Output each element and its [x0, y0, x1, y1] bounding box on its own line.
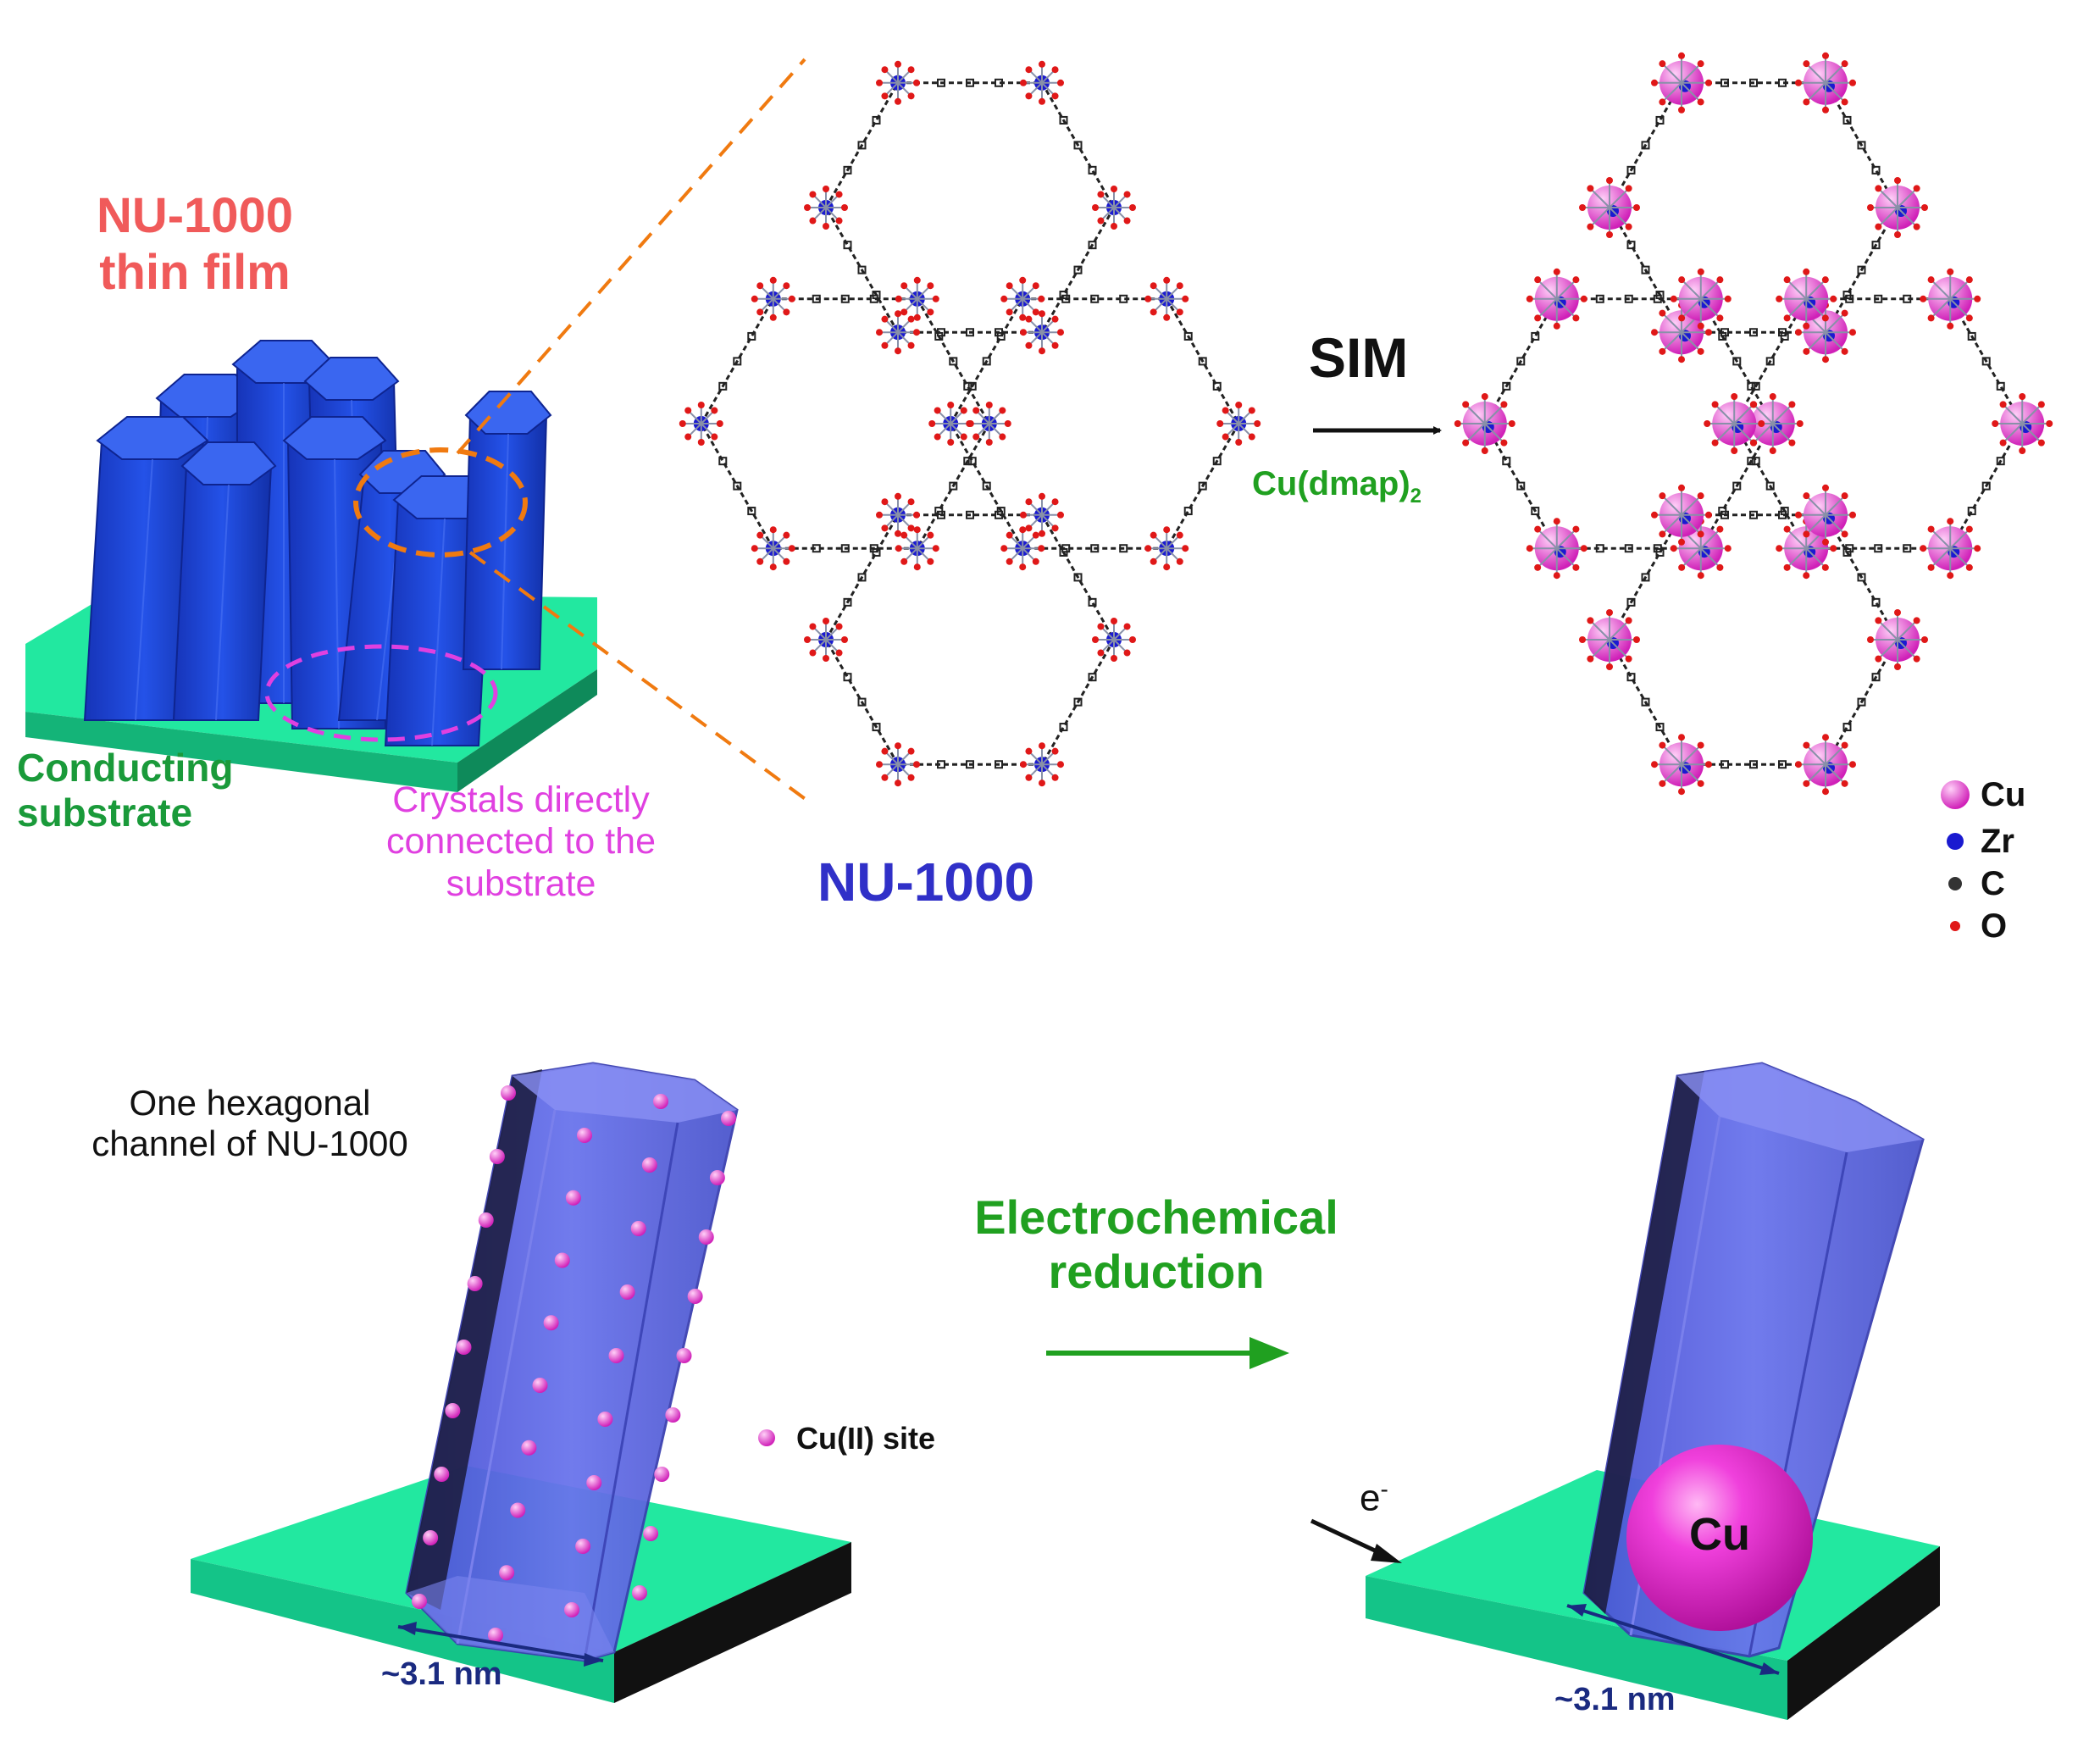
- nu1000-label: NU-1000: [817, 852, 1035, 913]
- orange-highlight-ellipse: [353, 447, 528, 558]
- channel-after-reduction: [1310, 1062, 1940, 1720]
- cu-ii-dot: [543, 1315, 559, 1331]
- cu-ii-dot: [501, 1085, 516, 1101]
- nu1000-framework-lattice: [679, 60, 1261, 787]
- width-label-right: ~3.1 nm: [1554, 1682, 1676, 1717]
- cu-ii-dot: [554, 1252, 570, 1268]
- cu-ii-dot: [478, 1212, 494, 1228]
- sim-label: SIM: [1309, 326, 1409, 389]
- cu-ii-dot: [521, 1440, 537, 1456]
- cu-ii-dot: [597, 1412, 613, 1427]
- cu-ii-dot: [654, 1467, 670, 1482]
- legend-c-label: C: [1981, 865, 2005, 902]
- zoom-line-bottom: [468, 551, 815, 807]
- cu-ii-dot: [676, 1348, 692, 1363]
- cu-site-label: Cu(II) site: [796, 1421, 936, 1456]
- legend-zr-marker: [1947, 833, 1964, 850]
- crystal-top-face: [96, 416, 209, 460]
- cu-ii-dot: [698, 1229, 714, 1245]
- cu-ii-dot: [434, 1467, 450, 1482]
- cu-ii-dot: [499, 1565, 515, 1581]
- cu-ii-dot: [608, 1348, 624, 1363]
- substrate-label: Conducting substrate: [17, 746, 234, 835]
- cu-sim-framework-lattice: [1454, 52, 2053, 796]
- cu-ii-dot: [456, 1340, 472, 1355]
- zoom-line-top: [456, 58, 806, 455]
- legend-c-marker: [1948, 877, 1962, 890]
- width-label-left: ~3.1 nm: [381, 1656, 502, 1692]
- cu-ii-dot: [577, 1128, 592, 1143]
- cu-ii-dot: [412, 1594, 427, 1609]
- reduction-label: Electrochemical reduction: [974, 1190, 1338, 1299]
- reagent-main-text: Cu(dmap): [1252, 465, 1410, 502]
- cu-ii-dot: [488, 1628, 503, 1643]
- cu-ii-site-legend-dot: [758, 1429, 775, 1446]
- nu1000-crystal-columns: [83, 340, 552, 746]
- cu-ii-dot: [467, 1276, 483, 1291]
- cu-ii-dot: [619, 1284, 635, 1300]
- legend-markers: [1941, 780, 1970, 931]
- width-dimension-left: [397, 1625, 604, 1662]
- cu-ii-dot: [564, 1602, 579, 1617]
- reagent-subscript: 2: [1410, 485, 1421, 508]
- cu-ii-dot: [709, 1170, 725, 1185]
- cu-ii-dot: [445, 1403, 461, 1418]
- cu-ii-dot: [510, 1502, 526, 1518]
- electron-label: e-: [1360, 1476, 1388, 1520]
- channel-title-label: One hexagonal channel of NU-1000: [91, 1083, 408, 1164]
- cu-ii-dot: [641, 1157, 657, 1173]
- cu-particle-label: Cu: [1689, 1509, 1750, 1560]
- cu-ii-dot: [565, 1190, 581, 1206]
- electron-main-text: e: [1360, 1477, 1381, 1519]
- magenta-highlight-ellipse: [264, 644, 498, 742]
- legend-cu-label: Cu: [1981, 776, 2026, 813]
- cu-ii-site-dots: [412, 1085, 736, 1643]
- electron-superscript: -: [1380, 1476, 1388, 1502]
- cu-ii-dot: [687, 1289, 703, 1304]
- legend-o-marker: [1950, 921, 1960, 931]
- cu-particle-sphere: [1626, 1445, 1813, 1631]
- width-dimension-right: [1566, 1604, 1780, 1675]
- legend-zr-label: Zr: [1981, 823, 2014, 860]
- thin-film-illustration: [25, 58, 815, 807]
- cu-ii-dot: [423, 1530, 439, 1545]
- cu-ii-dot: [632, 1585, 647, 1600]
- cu-ii-dot: [665, 1407, 681, 1423]
- crystal-top-face: [282, 416, 387, 460]
- reagent-label: Cu(dmap)2: [1252, 464, 1421, 508]
- cu-ii-dot: [630, 1221, 646, 1236]
- film-title-label: NU-1000 thin film: [96, 188, 294, 300]
- cu-ii-dot: [489, 1149, 505, 1164]
- legend-cu-marker: [1941, 780, 1970, 809]
- cu-ii-dot: [653, 1094, 668, 1109]
- crystals-note-label: Crystals directly connected to the subst…: [386, 779, 656, 904]
- cu-ii-dot: [721, 1111, 736, 1126]
- cu-ii-dot: [532, 1378, 548, 1393]
- cu-ii-dot: [643, 1526, 659, 1541]
- crystal-top-face: [180, 441, 277, 485]
- crystal-top-face: [464, 391, 552, 435]
- channel-before-reduction: [191, 1062, 851, 1703]
- legend-o-label: O: [1981, 907, 2008, 945]
- cu-ii-dot: [575, 1539, 591, 1554]
- crystal-top-face: [303, 357, 400, 401]
- cu-ii-dot: [586, 1475, 602, 1490]
- conducting-substrate-edge: [25, 712, 457, 792]
